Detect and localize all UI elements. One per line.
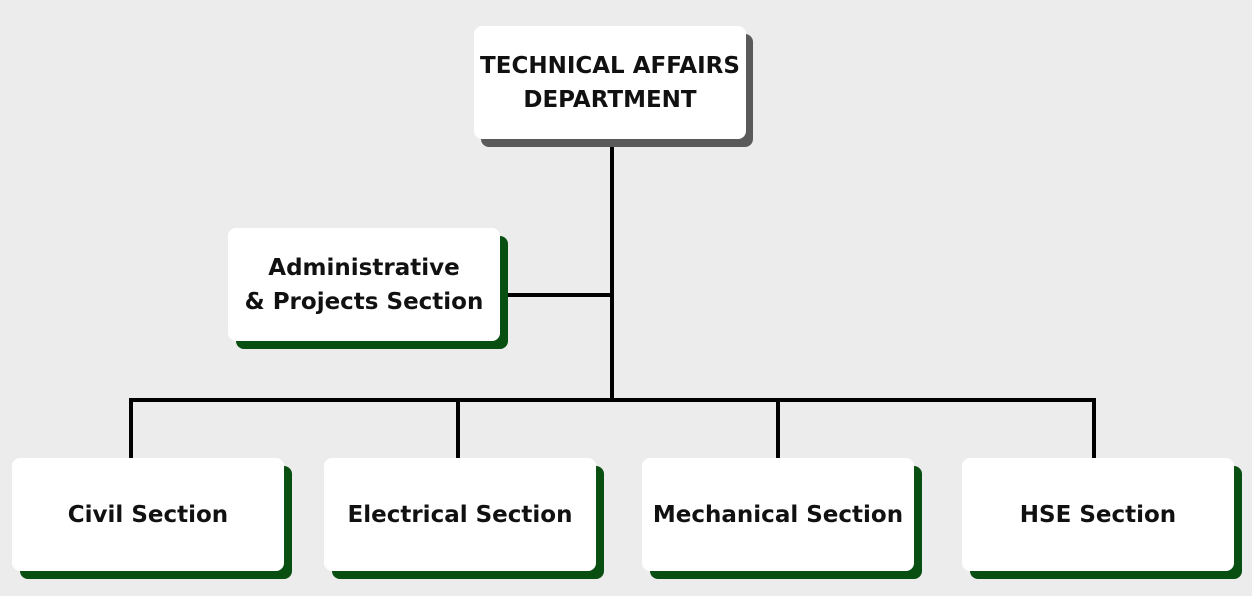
hse-section-box: HSE Section: [962, 458, 1234, 571]
hse-section-label: HSE Section: [1019, 501, 1177, 528]
department-title-line2: DEPARTMENT: [523, 86, 697, 113]
department-title-line1: TECHNICAL AFFAIRS: [480, 52, 740, 79]
electrical-section-box: Electrical Section: [324, 458, 596, 571]
mechanical-section-box: Mechanical Section: [642, 458, 914, 571]
civil-section-box: Civil Section: [12, 458, 284, 571]
civil-section-label: Civil Section: [67, 501, 229, 528]
administrative-projects-section-box: Administrative & Projects Section: [228, 228, 500, 341]
mechanical-section-label: Mechanical Section: [652, 501, 904, 528]
technical-affairs-department-box: TECHNICAL AFFAIRS DEPARTMENT: [474, 26, 746, 139]
electrical-section-label: Electrical Section: [347, 501, 573, 528]
admin-section-line2: & Projects Section: [244, 288, 484, 315]
admin-section-line1: Administrative: [268, 254, 460, 281]
